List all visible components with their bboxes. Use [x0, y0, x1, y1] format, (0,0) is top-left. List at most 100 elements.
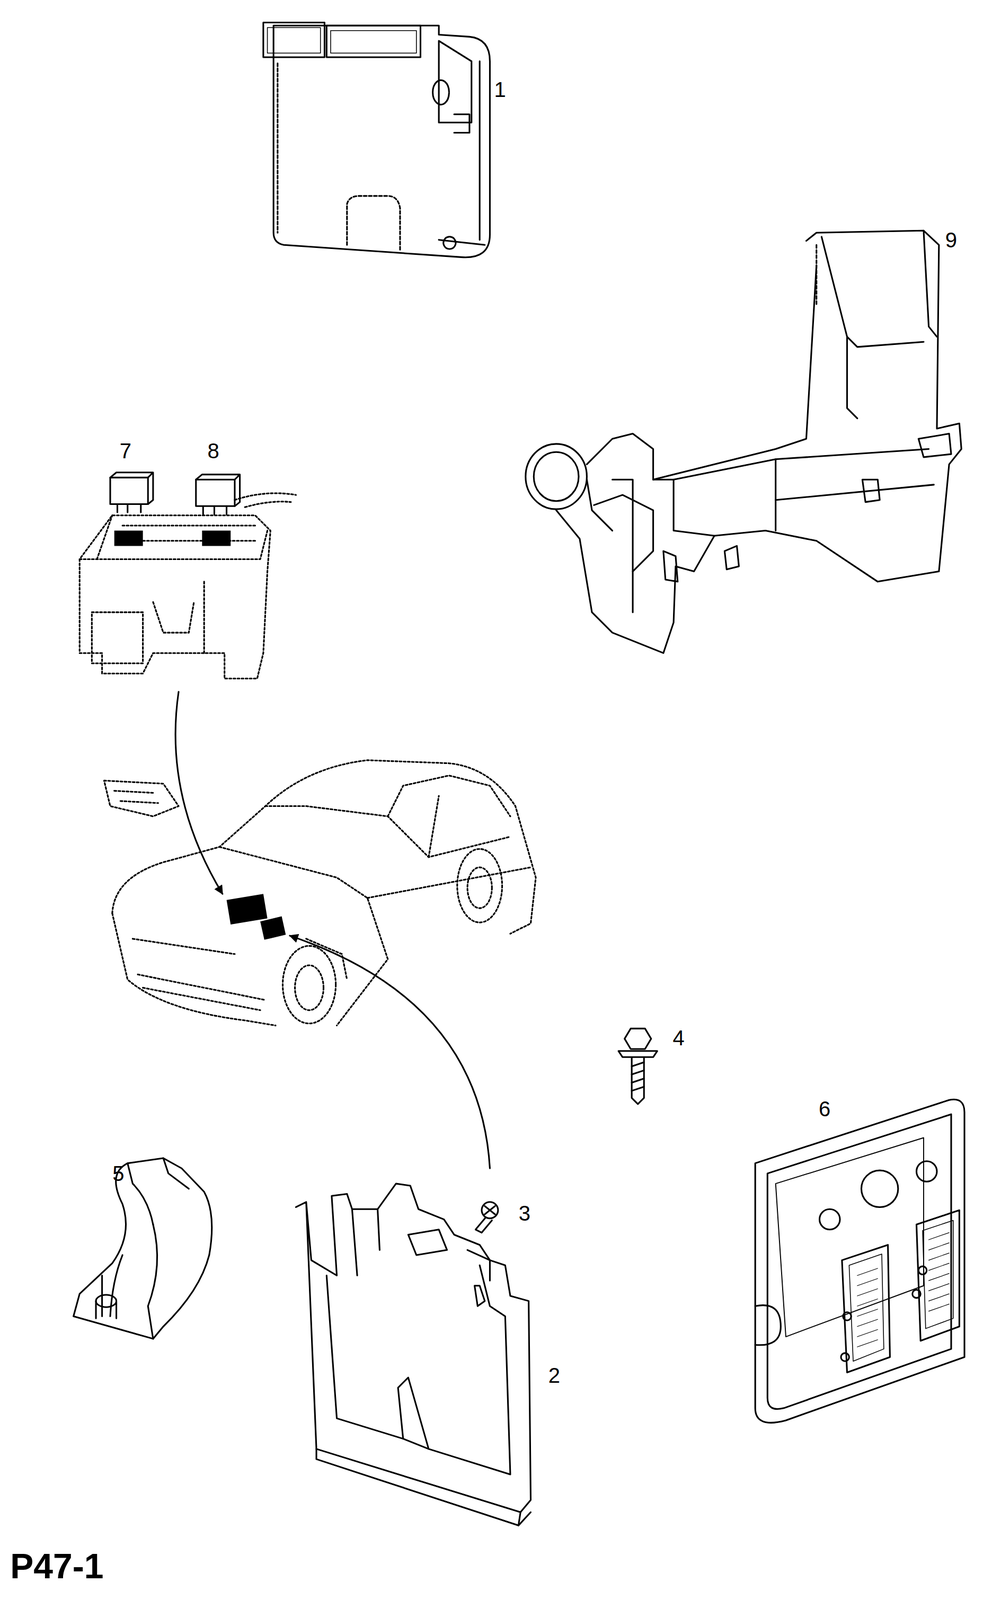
drawing-stroke: [95, 1301, 117, 1319]
vehicle-outline: [103, 760, 536, 1026]
drawing-stroke: [347, 196, 401, 252]
drawing-stroke: [815, 244, 818, 307]
drawing-stroke: [196, 479, 235, 507]
drawing-stroke: [857, 1268, 879, 1348]
drawing-stroke: [114, 791, 159, 804]
drawing-stroke: [306, 939, 348, 980]
drawing-stroke: [110, 477, 148, 504]
drawing-stroke: [79, 515, 271, 679]
callout-number: 4: [672, 1027, 685, 1049]
relay-8: [196, 474, 241, 515]
drawing-stroke: [467, 867, 492, 909]
drawing-stroke: [432, 80, 450, 105]
drawing-stroke: [408, 1229, 447, 1256]
drawing-stroke: [518, 1512, 521, 1526]
drawing-stroke: [923, 230, 937, 337]
drawing-stroke: [525, 444, 588, 510]
drawing-stroke: [842, 1245, 891, 1374]
drawing-stroke: [454, 114, 470, 134]
drawing-stroke: [594, 494, 654, 572]
callout-number: 2: [548, 1365, 561, 1387]
callout-number: 7: [119, 440, 132, 462]
drawing-stroke: [819, 1209, 841, 1230]
callout-number: 9: [945, 229, 958, 251]
drawing-stroke: [484, 1206, 495, 1215]
page-code: P47-1: [10, 1548, 104, 1584]
location-arrow: [175, 692, 223, 894]
drawing-stroke: [618, 1051, 658, 1058]
drawing-stroke: [234, 493, 297, 501]
drawing-stroke: [474, 1286, 485, 1307]
callout-number: 8: [207, 440, 219, 462]
drawing-stroke: [96, 515, 113, 560]
drawing-stroke: [267, 27, 321, 53]
drawing-stroke: [586, 265, 817, 480]
drawing-stroke: [673, 479, 715, 536]
drawing-stroke: [821, 236, 924, 348]
drawing-stroke: [624, 1028, 652, 1050]
drawing-stroke: [276, 63, 279, 233]
drawing-stroke: [774, 459, 777, 531]
control-unit-6: [755, 1099, 965, 1423]
relay-7: [110, 472, 154, 513]
drawing-stroke: [724, 545, 739, 570]
drawing-stroke: [137, 974, 266, 1011]
drawing-stroke: [127, 1163, 154, 1226]
drawing-stroke: [295, 965, 324, 1011]
drawing-stroke: [117, 503, 141, 512]
drawing-stroke: [847, 337, 858, 419]
drawing-stroke: [202, 506, 227, 515]
drawing-stroke: [326, 25, 421, 58]
drawing-stroke: [91, 612, 143, 664]
drawing-stroke: [479, 61, 481, 241]
drawing-stroke: [403, 1439, 429, 1450]
drawing-stroke: [653, 448, 929, 480]
drawing-stroke: [922, 1220, 954, 1329]
drawing-stroke: [351, 1209, 380, 1276]
drawing-stroke: [918, 434, 952, 458]
callout-number: 5: [112, 1163, 124, 1185]
fuse-box-location: [226, 893, 268, 925]
drawing-stroke: [928, 1233, 950, 1312]
drawing-stroke: [663, 551, 678, 582]
drawing-stroke: [775, 1137, 924, 1337]
drawing-stroke: [755, 1099, 965, 1423]
drawing-stroke: [196, 474, 241, 507]
drawing-stroke: [112, 913, 276, 1026]
drawing-stroke: [163, 1158, 189, 1190]
callout-number: 6: [818, 1098, 831, 1120]
drawing-stroke: [848, 1254, 884, 1362]
drawing-stroke: [755, 1305, 781, 1346]
drawing-stroke: [631, 1062, 644, 1092]
fuse-box: [79, 493, 296, 679]
callout-number: 3: [518, 1202, 531, 1225]
control-unit-location: [260, 916, 286, 941]
drawing-stroke: [296, 1183, 531, 1513]
screw-3: [475, 1202, 498, 1234]
drawing-stroke: [219, 847, 388, 1026]
drawing-stroke: [73, 1158, 212, 1340]
drawing-stroke: [79, 530, 268, 560]
drawing-stroke: [330, 30, 417, 53]
drawing-stroke: [612, 479, 634, 613]
drawing-stroke: [556, 230, 962, 653]
drawing-stroke: [428, 795, 439, 858]
drawing-stroke: [840, 1353, 849, 1362]
relay-slot: [201, 530, 231, 547]
drawing-stroke: [153, 601, 194, 633]
drawing-stroke: [916, 1210, 960, 1342]
drawing-stroke: [103, 780, 179, 817]
drawing-stroke: [263, 22, 325, 57]
drawing-stroke: [316, 1449, 531, 1526]
drawing-stroke: [586, 479, 613, 531]
drawing-stroke: [438, 240, 485, 246]
shroud-5: [73, 1158, 212, 1340]
cover-2: [296, 1183, 531, 1526]
drawing-stroke: [631, 1057, 644, 1105]
bolt-4: [618, 1028, 658, 1105]
drawing-stroke: [457, 848, 503, 923]
drawing-stroke: [862, 479, 880, 502]
drawing-stroke: [273, 25, 490, 258]
drawing-stroke: [912, 1289, 921, 1298]
